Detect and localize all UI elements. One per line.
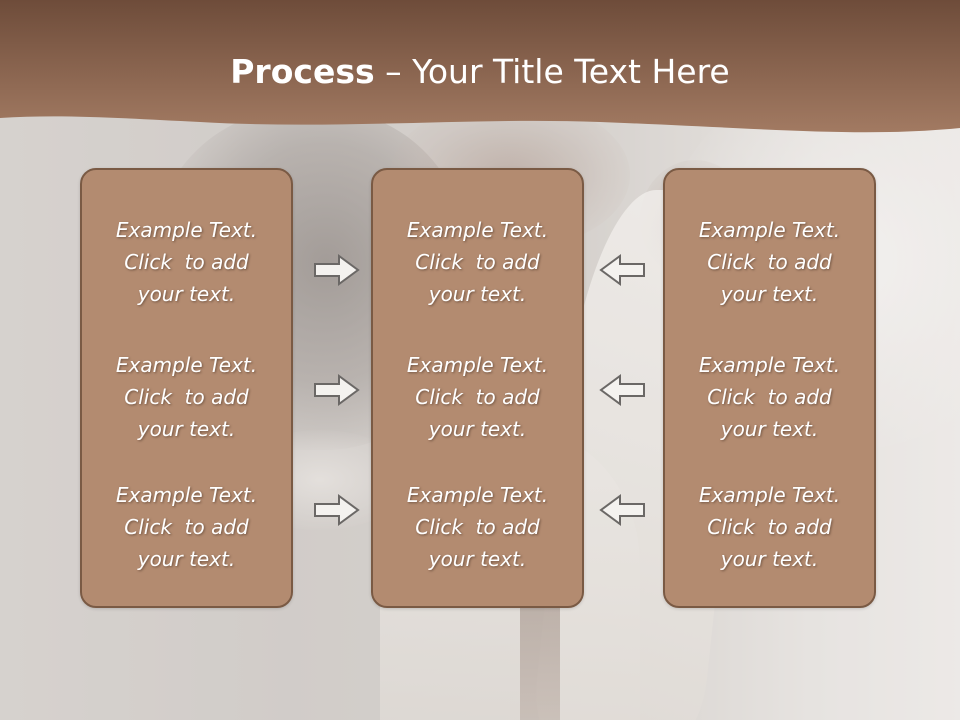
process-box-2[interactable]: Example Text. Click to add your text. Ex… — [371, 168, 584, 608]
text-block[interactable]: Example Text. Click to add your text. — [665, 214, 874, 310]
title-bold: Process — [230, 52, 375, 91]
text-block[interactable]: Example Text. Click to add your text. — [82, 349, 291, 445]
text-line: Click to add — [707, 385, 832, 409]
text-line: your text. — [720, 417, 819, 441]
text-block[interactable]: Example Text. Click to add your text. — [373, 349, 582, 445]
text-line: your text. — [428, 282, 527, 306]
text-line: Click to add — [415, 250, 540, 274]
title-banner — [0, 0, 960, 133]
arrow-left-icon — [599, 494, 645, 526]
slide-title[interactable]: Process – Your Title Text Here — [0, 52, 960, 91]
arrow-left-icon — [599, 374, 645, 406]
text-line: Click to add — [707, 250, 832, 274]
arrow-right-icon — [314, 374, 360, 406]
text-block[interactable]: Example Text. Click to add your text. — [373, 479, 582, 575]
text-line: Click to add — [124, 515, 249, 539]
text-line: your text. — [428, 417, 527, 441]
text-line: Example Text. — [115, 483, 258, 507]
text-line: your text. — [720, 547, 819, 571]
text-line: Click to add — [415, 515, 540, 539]
text-block[interactable]: Example Text. Click to add your text. — [665, 349, 874, 445]
title-rest: – Your Title Text Here — [374, 52, 730, 91]
text-line: Example Text. — [698, 353, 841, 377]
text-line: your text. — [720, 282, 819, 306]
text-line: Click to add — [707, 515, 832, 539]
arrow-left-icon — [599, 254, 645, 286]
text-line: Click to add — [124, 250, 249, 274]
text-line: Example Text. — [115, 353, 258, 377]
arrow-right-icon — [314, 494, 360, 526]
text-line: your text. — [137, 282, 236, 306]
text-line: your text. — [428, 547, 527, 571]
text-line: Example Text. — [406, 218, 549, 242]
text-line: your text. — [137, 547, 236, 571]
text-line: Click to add — [124, 385, 249, 409]
arrow-right-icon — [314, 254, 360, 286]
text-line: Example Text. — [406, 353, 549, 377]
text-line: Click to add — [415, 385, 540, 409]
text-line: Example Text. — [698, 218, 841, 242]
process-box-3[interactable]: Example Text. Click to add your text. Ex… — [663, 168, 876, 608]
process-box-1[interactable]: Example Text. Click to add your text. Ex… — [80, 168, 293, 608]
text-block[interactable]: Example Text. Click to add your text. — [82, 214, 291, 310]
text-block[interactable]: Example Text. Click to add your text. — [82, 479, 291, 575]
text-block[interactable]: Example Text. Click to add your text. — [373, 214, 582, 310]
text-line: Example Text. — [698, 483, 841, 507]
text-line: Example Text. — [115, 218, 258, 242]
text-block[interactable]: Example Text. Click to add your text. — [665, 479, 874, 575]
text-line: your text. — [137, 417, 236, 441]
text-line: Example Text. — [406, 483, 549, 507]
